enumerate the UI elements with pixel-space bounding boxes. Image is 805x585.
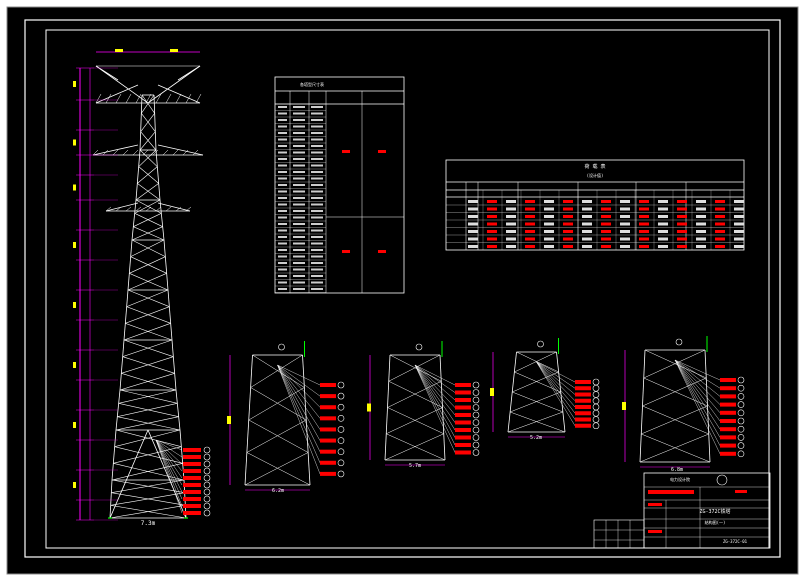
title-block-drawing-no: ZG-372C-01 bbox=[723, 539, 748, 544]
leg-d-base-label: 6.8m bbox=[671, 467, 683, 473]
tower-height-dimensions bbox=[73, 49, 200, 521]
title-block-drawing-title: ZG-372C铁塔 bbox=[699, 508, 730, 515]
schedule-tables bbox=[274, 76, 745, 294]
main-tower-elevation bbox=[92, 65, 211, 519]
right-table-title: 荷 载 表 bbox=[584, 163, 605, 170]
leg-c-base-label: 5.2m bbox=[530, 435, 542, 441]
title-block-sheet: 结构图(一) bbox=[705, 519, 726, 525]
leg-details bbox=[227, 336, 745, 491]
title-block bbox=[593, 472, 771, 549]
sheet-background bbox=[6, 6, 799, 575]
leg-b-base-label: 5.7m bbox=[409, 463, 421, 469]
leg-a-base-label: 6.2m bbox=[272, 488, 284, 494]
outer-border bbox=[24, 19, 781, 558]
right-table-subtitle: (设计值) bbox=[587, 172, 604, 178]
left-table-title: 各塔型尺寸表 bbox=[300, 81, 324, 87]
tower-base-width-label: 7.3m bbox=[141, 520, 156, 527]
inner-border bbox=[45, 29, 770, 549]
title-block-company: 电力设计院 bbox=[670, 476, 690, 482]
